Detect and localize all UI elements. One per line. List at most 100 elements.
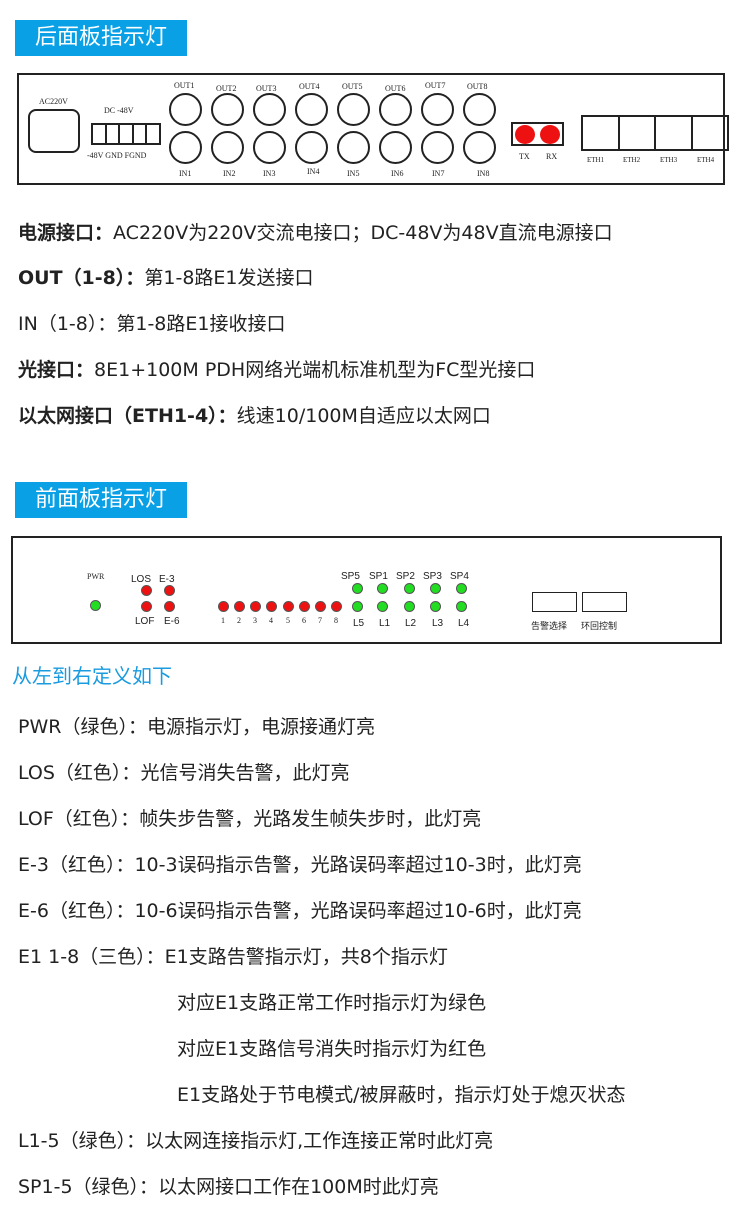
in-port-1 bbox=[169, 131, 202, 164]
front-desc-e1-red: 对应E1支路信号消失时指示灯为红色 bbox=[177, 1038, 487, 1060]
in-port-5 bbox=[337, 131, 370, 164]
rear-desc-in: IN（1-8）：第1-8路E1接收接口 bbox=[18, 313, 286, 335]
front-desc-e1-green: 对应E1支路正常工作时指示灯为绿色 bbox=[177, 992, 487, 1014]
pwr-led bbox=[90, 600, 101, 611]
out-label-8: OUT8 bbox=[467, 82, 488, 91]
out-port-5 bbox=[337, 93, 370, 126]
e1-led-6 bbox=[299, 601, 310, 612]
front-desc-e6: E-6（红色）：10-6误码指示告警，光路误码率超过10-6时，此灯亮 bbox=[18, 900, 582, 922]
alarm-select-label: 告警选择 bbox=[531, 621, 568, 631]
los-led bbox=[141, 585, 152, 596]
in-label-1: IN1 bbox=[179, 169, 192, 178]
loopback-control-label: 环回控制 bbox=[581, 621, 618, 631]
eth-port-3 bbox=[656, 117, 693, 149]
front-desc-lof: LOF（红色）：帧失步告警，光路发生帧失步时，此灯亮 bbox=[18, 808, 482, 830]
out-label-4: OUT4 bbox=[299, 82, 320, 91]
rear-panel-diagram: AC220V DC -48V -48V GND FGND OUT1 OUT2 O… bbox=[17, 73, 729, 185]
e1-led-7 bbox=[315, 601, 326, 612]
rear-desc-optical: 光接口：8E1+100M PDH网络光端机标准机型为FC型光接口 bbox=[18, 359, 536, 381]
lof-label: LOF bbox=[135, 616, 155, 627]
rx-port-icon bbox=[540, 125, 560, 144]
in-label-4: IN4 bbox=[307, 167, 320, 176]
lof-led bbox=[141, 601, 152, 612]
dc-terminal-block bbox=[91, 123, 161, 145]
eth-port-1 bbox=[583, 117, 620, 149]
l3-led bbox=[430, 601, 441, 612]
out-label-3: OUT3 bbox=[256, 84, 277, 93]
front-desc-los: LOS（红色）：光信号消失告警，此灯亮 bbox=[18, 762, 350, 784]
loopback-control-button bbox=[582, 592, 627, 612]
in-port-2 bbox=[211, 131, 244, 164]
front-desc-e1-off: E1支路处于节电模式/被屏蔽时，指示灯处于熄灭状态 bbox=[177, 1084, 626, 1106]
sp-label-3: SP3 bbox=[423, 571, 442, 582]
in-port-8 bbox=[463, 131, 496, 164]
dc-label: DC -48V bbox=[104, 106, 134, 115]
sp-label-5: SP5 bbox=[341, 571, 360, 582]
l-label-4: L4 bbox=[458, 618, 470, 629]
out-port-3 bbox=[253, 93, 286, 126]
eth-label-4: ETH4 bbox=[697, 156, 715, 164]
l-label-3: L3 bbox=[432, 618, 444, 629]
sp2-led bbox=[404, 583, 415, 594]
in-port-3 bbox=[253, 131, 286, 164]
eth-port-2 bbox=[620, 117, 656, 149]
e1-led-5 bbox=[283, 601, 294, 612]
in-label-3: IN3 bbox=[263, 169, 276, 178]
in-label-6: IN6 bbox=[391, 169, 404, 178]
l1-led bbox=[377, 601, 388, 612]
e6-led bbox=[164, 601, 175, 612]
sp3-led bbox=[430, 583, 441, 594]
out-port-4 bbox=[295, 93, 328, 126]
tx-label: TX bbox=[519, 152, 530, 161]
sp5-led bbox=[352, 583, 363, 594]
l-label-1: L1 bbox=[379, 618, 391, 629]
e1-num-7: 7 bbox=[318, 616, 322, 625]
sp-label-4: SP4 bbox=[450, 571, 469, 582]
front-desc-sp: SP1-5（绿色）：以太网接口工作在100M时此灯亮 bbox=[18, 1176, 439, 1198]
e1-num-2: 2 bbox=[237, 616, 241, 625]
ac-label: AC220V bbox=[39, 97, 68, 106]
e1-num-4: 4 bbox=[269, 616, 273, 625]
eth-port-4 bbox=[693, 117, 728, 149]
rear-desc-ethernet: 以太网接口（ETH1-4）：线速10/100M自适应以太网口 bbox=[18, 405, 491, 427]
e1-num-8: 8 bbox=[334, 616, 338, 625]
eth-label-2: ETH2 bbox=[623, 156, 641, 164]
front-desc-l: L1-5（绿色）：以太网连接指示灯,工作连接正常时此灯亮 bbox=[18, 1130, 494, 1152]
optical-port-block bbox=[511, 122, 564, 146]
sp-label-1: SP1 bbox=[369, 571, 388, 582]
e1-led-2 bbox=[234, 601, 245, 612]
rx-label: RX bbox=[546, 152, 558, 161]
rear-desc-power: 电源接口：AC220V为220V交流电接口；DC-48V为48V直流电源接口 bbox=[18, 222, 613, 244]
in-label-7: IN7 bbox=[432, 169, 445, 178]
front-subtitle: 从左到右定义如下 bbox=[12, 664, 172, 688]
front-desc-e3: E-3（红色）：10-3误码指示告警，光路误码率超过10-3时，此灯亮 bbox=[18, 854, 582, 876]
dc-terminal-labels: -48V GND FGND bbox=[87, 151, 147, 160]
e1-led-1 bbox=[218, 601, 229, 612]
out-label-2: OUT2 bbox=[216, 84, 237, 93]
e3-label: E-3 bbox=[159, 574, 175, 585]
e1-num-6: 6 bbox=[302, 616, 306, 625]
e1-num-3: 3 bbox=[253, 616, 257, 625]
out-port-7 bbox=[421, 93, 454, 126]
in-port-7 bbox=[421, 131, 454, 164]
out-label-1: OUT1 bbox=[174, 81, 195, 90]
l2-led bbox=[404, 601, 415, 612]
front-panel-diagram: PWR LOS E-3 LOF E-6 1 2 3 4 5 6 7 8 SP5 … bbox=[11, 536, 722, 644]
e1-num-1: 1 bbox=[221, 616, 225, 625]
out-label-5: OUT5 bbox=[342, 82, 363, 91]
sp-label-2: SP2 bbox=[396, 571, 415, 582]
e1-led-8 bbox=[331, 601, 342, 612]
e6-label: E-6 bbox=[164, 616, 180, 627]
out-port-1 bbox=[169, 93, 202, 126]
front-desc-e1: E1 1-8（三色）：E1支路告警指示灯，共8个指示灯 bbox=[18, 946, 448, 968]
eth-label-3: ETH3 bbox=[660, 156, 678, 164]
in-label-8: IN8 bbox=[477, 169, 490, 178]
e1-num-5: 5 bbox=[286, 616, 290, 625]
in-port-4 bbox=[295, 131, 328, 164]
sp1-led bbox=[377, 583, 388, 594]
out-port-2 bbox=[211, 93, 244, 126]
e3-led bbox=[164, 585, 175, 596]
out-label-7: OUT7 bbox=[425, 81, 446, 90]
in-port-6 bbox=[379, 131, 412, 164]
front-desc-pwr: PWR（绿色）：电源指示灯，电源接通灯亮 bbox=[18, 716, 375, 738]
